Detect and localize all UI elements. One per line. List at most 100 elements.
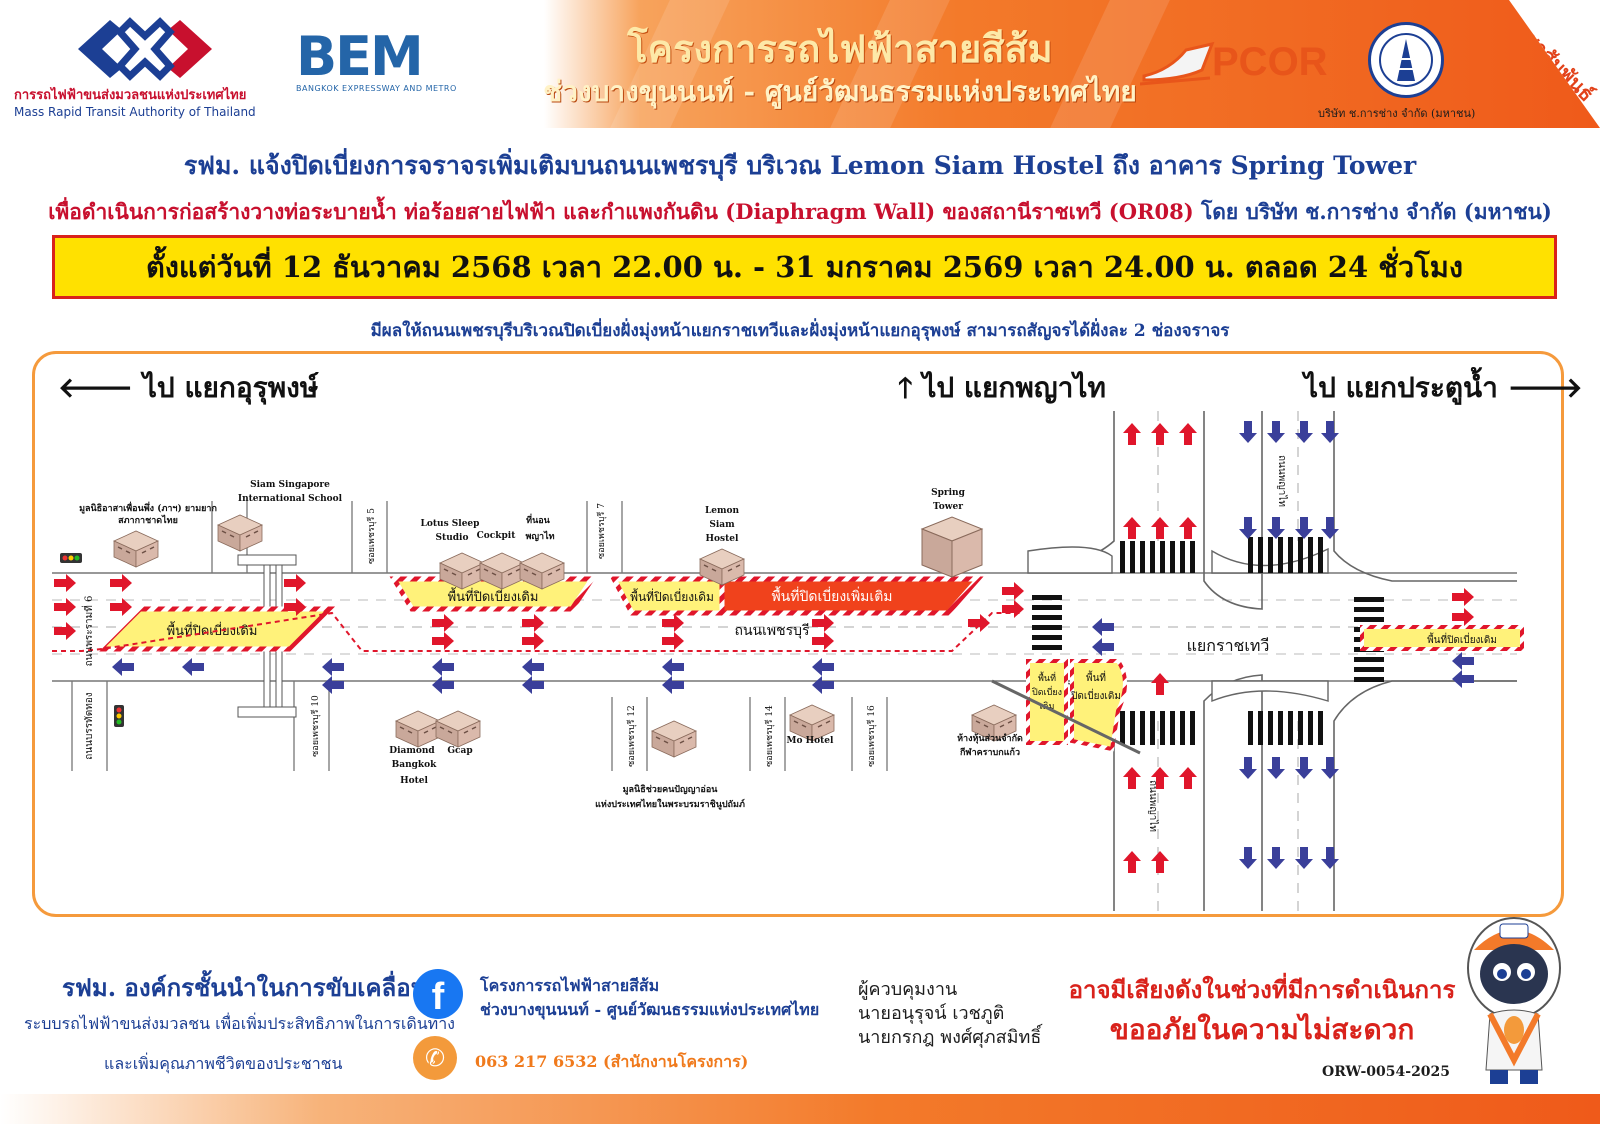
supervisor-name-2: นายกรกฎ พงศ์ศุภสมิทธิ์ (858, 1027, 1042, 1048)
facebook-icon[interactable]: f (413, 969, 463, 1019)
notice-purpose-text: เพื่อดำเนินการก่อสร้างวางท่อระบายน้ำ ท่อ… (48, 199, 1194, 224)
closure-additional-label: พื้นที่ปิดเบี่ยงเพิ่มเติม (771, 586, 892, 605)
landmark-cockpit: Cockpit (477, 531, 517, 541)
spring-tower-icon (920, 516, 984, 578)
soi-14-label: ซอยเพชรบุรี 14 (764, 705, 775, 767)
tower-icon (1379, 33, 1433, 87)
building-icon (113, 530, 159, 568)
road-upper-left-label: ถนนพระรามที่ 6 (81, 596, 95, 667)
landmark-spring-tower: Spring (931, 488, 965, 498)
building-icon (651, 720, 697, 758)
closure-existing-5: พื้นที่ ปิดเบี่ยงเดิม (1070, 659, 1127, 752)
landmark-gcap: Gcap (447, 746, 472, 756)
mrta-name-th: การรถไฟฟ้าขนส่งมวลชนแห่งประเทศไทย (14, 88, 247, 103)
train-icon (1140, 41, 1215, 86)
footer-org-line3: และเพิ่มคุณภาพชีวิตของประชาชน (104, 1054, 343, 1073)
road-phayathai-upper-label: ถนนพญาไท (1276, 455, 1288, 507)
building-icon (435, 710, 481, 748)
pr-corner-label: ประชาสัมพันธ์ (1494, 1, 1599, 107)
footer-org-title: รฟม. องค์กรชั้นนำในการขับเคลื่อน (62, 973, 428, 1002)
svg-text:Bangkok: Bangkok (392, 760, 438, 770)
landmark-lotus: Lotus Sleep (421, 519, 480, 529)
landmark-foundation: มูลนิธิอาสาเพื่อนพึ่ง (ภาฯ) ยามยาก (79, 501, 217, 514)
building-icon (217, 514, 263, 552)
soi-12-label: ซอยเพชรบุรี 12 (626, 705, 637, 767)
landmark-mo-hotel: Mo Hotel (787, 736, 834, 746)
road-phayathai-lower-label: ถนนพญาไท (1147, 780, 1159, 832)
junction-label: แยกราชเทวี (1187, 636, 1270, 655)
bem-subtitle: BANGKOK EXPRESSWAY AND METRO (296, 84, 457, 93)
date-range-box: ตั้งแต่วันที่ 12 ธันวาคม 2568 เวลา 22.00… (52, 235, 1557, 299)
direction-right: ไป แยกประตูน้ำ 🡒 (1304, 371, 1583, 404)
soi-5-label: ซอยเพชรบุรี 5 (366, 508, 377, 564)
svg-text:Siam: Siam (709, 520, 735, 530)
mrta-name-en: Mass Rapid Transit Authority of Thailand (14, 105, 256, 119)
arrow-right-icon: 🡒 (1507, 371, 1583, 404)
direction-left: 🡐 ไป แยกอุรุพงษ์ (58, 371, 319, 404)
document-number: ORW-0054-2025 (1322, 1064, 1451, 1080)
traffic-map: พื้นที่ปิดเบี่ยงเดิม พื้นที่ปิดเบี่ยงเดิ… (52, 411, 1524, 911)
ch-karnchang-caption: บริษัท ช.การช่าง จำกัด (มหาชน) (1318, 107, 1476, 120)
closure-label-2: พื้นที่ปิดเบี่ยงเดิม (448, 587, 539, 605)
bem-logo: BEM BANGKOK EXPRESSWAY AND METRO (296, 30, 516, 100)
facebook-page-line2[interactable]: ช่วงบางขุนนนท์ - ศูนย์วัฒนธรรมแห่งประเทศ… (480, 1000, 820, 1019)
ch-karnchang-emblem (1368, 22, 1444, 98)
traffic-light-icon (60, 553, 82, 563)
mrta-emblem-icon (78, 17, 212, 81)
closure-additional: พื้นที่ปิดเบี่ยงเพิ่มเติม (719, 576, 984, 616)
supervisor-name-1: นายอนุรุจน์ เวชภูติ (858, 1003, 1005, 1024)
arrow-up-icon: 🡑 (898, 371, 913, 404)
svg-text:สภากาชาดไทย: สภากาชาดไทย (118, 514, 178, 526)
mascot-icon (1467, 917, 1561, 1084)
road-side-left-label: ถนนบรรทัดทอง (84, 692, 95, 760)
notice-contractor: โดย บริษัท ช.การช่าง จำกัด (มหาชน) (1200, 199, 1552, 224)
bem-wordmark: BEM (296, 25, 424, 88)
notice-purpose: เพื่อดำเนินการก่อสร้างวางท่อระบายน้ำ ท่อ… (0, 196, 1600, 229)
notice-headline-text: รฟม. แจ้งปิดเบี่ยงการจราจรเพิ่มเติมบนถนน… (183, 151, 1417, 180)
svg-text:พื้นที่: พื้นที่ (1038, 671, 1056, 684)
effect-note: มีผลให้ถนนเพชรบุรีบริเวณปิดเบี่ยงฝั่งมุ่… (370, 321, 1230, 341)
landmark-diamond: Diamond (389, 746, 435, 756)
supervisor-title: ผู้ควบคุมงาน (858, 979, 958, 1000)
svg-text:International School: International School (238, 494, 343, 504)
phone-icon[interactable]: ✆ (413, 1036, 457, 1080)
road-main-label: ถนนเพชรบุรี (734, 623, 810, 639)
soi-10-label: ซอยเพชรบุรี 10 (310, 695, 321, 757)
building-icon (395, 710, 441, 748)
pr-corner: ประชาสัมพันธ์ (1494, 0, 1600, 128)
landmark-lemon-siam: Lemon (705, 506, 740, 516)
arrow-left-icon: 🡐 (58, 371, 134, 404)
apology-text: ขออภัยในความไม่สะดวก (1109, 1013, 1415, 1046)
footer-banner (0, 1094, 1600, 1124)
soi-7-label: ซอยเพชรบุรี 7 (596, 503, 607, 559)
footer-org-line2: ระบบรถไฟฟ้าขนส่งมวลชน เพื่อเพิ่มประสิทธิ… (24, 1014, 455, 1033)
notice-headline: รฟม. แจ้งปิดเบี่ยงการจราจรเพิ่มเติมบนถนน… (0, 146, 1600, 186)
svg-text:แห่งประเทศไทยในพระบรมราชินูปถั: แห่งประเทศไทยในพระบรมราชินูปถัมภ์ (595, 798, 745, 810)
landmark-tinon: ที่นอน (526, 513, 551, 526)
project-subtitle: ช่วงบางขุนนนท์ - ศูนย์วัฒนธรรมแห่งประเทศ… (543, 75, 1137, 108)
header-banner: การรถไฟฟ้าขนส่งมวลชนแห่งประเทศไทย Mass R… (0, 0, 1600, 128)
direction-up: 🡑 ไป แยกพญาไท (898, 371, 1106, 404)
svg-text:ปิดเบี่ยงเดิม: ปิดเบี่ยงเดิม (1070, 688, 1120, 702)
svg-text:Studio: Studio (436, 533, 469, 543)
mrta-logo: การรถไฟฟ้าขนส่งมวลชนแห่งประเทศไทย Mass R… (14, 10, 284, 120)
closure-label-3: พื้นที่ปิดเบี่ยงเดิม (630, 588, 714, 604)
noise-warning: อาจมีเสียงดังในช่วงที่มีการดำเนินการ (1068, 975, 1456, 1004)
traffic-light-icon (114, 705, 124, 727)
pcor-wordmark: PCOR (1212, 40, 1328, 84)
svg-text:Tower: Tower (933, 502, 963, 512)
project-title: โครงการรถไฟฟ้าสายสีส้ม (627, 26, 1053, 71)
landmark-mooln: มูลนิธิช่วยคนปัญญาอ่อน (623, 784, 719, 795)
svg-text:พญาไท: พญาไท (525, 530, 554, 542)
svg-text:Hostel: Hostel (706, 534, 739, 544)
closure-existing-3: พื้นที่ปิดเบี่ยงเดิม (609, 576, 725, 616)
facebook-page-line1[interactable]: โครงการรถไฟฟ้าสายสีส้ม (480, 976, 660, 995)
svg-text:Hotel: Hotel (400, 776, 428, 786)
svg-text:พื้นที่: พื้นที่ (1086, 670, 1106, 684)
phone-number[interactable]: 063 217 6532 (สำนักงานโครงการ) (475, 1052, 749, 1071)
landmark-siam-singapore: Siam Singapore (250, 480, 330, 490)
svg-text:ปิดเบี่ยง: ปิดเบี่ยง (1032, 685, 1062, 698)
soi-16-label: ซอยเพชรบุรี 16 (866, 705, 877, 767)
svg-text:พื้นที่ปิดเบี่ยงเดิม: พื้นที่ปิดเบี่ยงเดิม (1427, 632, 1497, 646)
svg-text:กีฬาคราบกแก้ว: กีฬาคราบกแก้ว (959, 747, 1020, 758)
